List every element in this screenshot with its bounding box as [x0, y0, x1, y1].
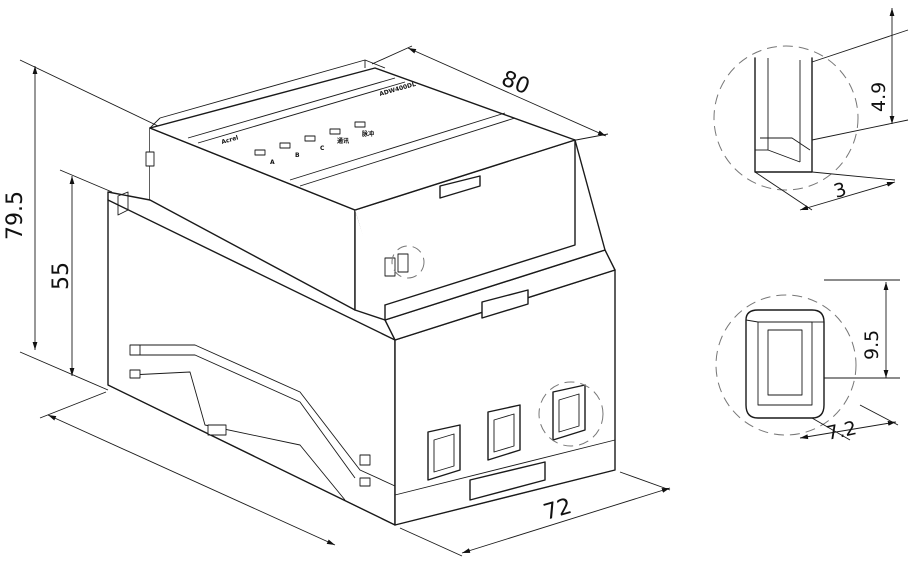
dim-label-79-5: 79.5	[3, 191, 28, 240]
dim-label-55: 55	[49, 262, 74, 290]
dim-width	[39, 391, 336, 546]
led-label-pulse: 脉冲	[361, 130, 374, 138]
terminal-port-2	[487, 404, 521, 461]
terminal-port-1	[427, 424, 461, 481]
dim-label-9-5: 9.5	[861, 330, 883, 360]
dim-label-72: 72	[541, 494, 575, 526]
dim-label-80: 80	[498, 66, 533, 100]
terminal-port-3	[538, 381, 604, 447]
brand-label: Acrel	[221, 134, 240, 145]
device-body: Acrel ADW400DL A B C 通讯 脉冲	[107, 59, 616, 526]
dim-label-7-2: 7.2	[824, 417, 858, 445]
dim-label-4-9: 4.9	[868, 82, 890, 112]
detail-top-slot: 4.9 3	[713, 8, 909, 211]
led-label-b: B	[295, 152, 300, 159]
led-label-comm: 通讯	[337, 137, 349, 145]
led-label-a: A	[270, 159, 275, 166]
detail-bottom-slot: 9.5 7.2	[715, 279, 900, 445]
dim-total-height: 79.5	[3, 59, 159, 391]
dim-body-height: 55	[49, 169, 113, 376]
dim-label-3: 3	[831, 178, 849, 202]
led-label-c: C	[320, 145, 325, 152]
